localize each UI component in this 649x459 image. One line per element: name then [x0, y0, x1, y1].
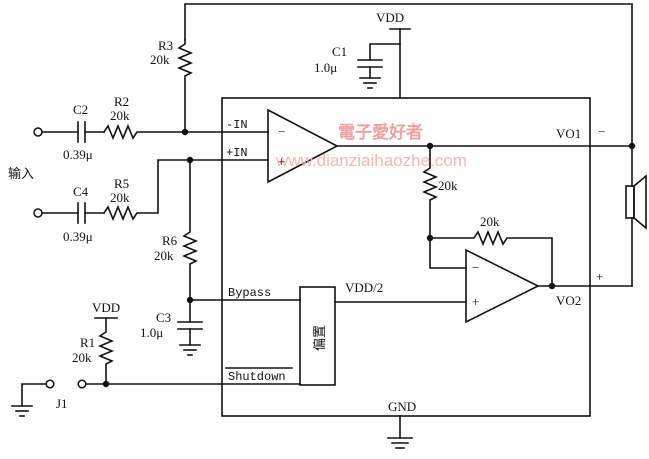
label-speaker-plus: + — [596, 269, 603, 284]
label-c1: C1 — [332, 44, 347, 59]
label-speaker-minus: − — [598, 124, 605, 139]
label-gnd: GND — [388, 399, 416, 414]
label-r5-value: 20k — [110, 190, 130, 205]
jumper-pin-left — [45, 379, 55, 389]
input-terminal-2 — [33, 208, 43, 218]
gnd-symbol — [387, 415, 413, 449]
jumper-pin-right — [77, 379, 87, 389]
watermark-url: www.dianziaihaozhe.com — [275, 151, 467, 170]
label-r6-value: 20k — [154, 248, 174, 263]
watermark-cn: 電子愛好者 — [338, 122, 423, 143]
amplifier-2 — [465, 248, 540, 324]
label-c4-value: 0.39μ — [63, 229, 93, 244]
label-amp2-minus: − — [472, 260, 479, 275]
shutdown-network — [11, 317, 301, 417]
bias-block — [299, 286, 336, 386]
label-shutdown: Shutdown — [228, 370, 286, 384]
label-mid-res: 20k — [438, 178, 458, 193]
label-input: 输入 — [8, 166, 34, 181]
label-r3-value: 20k — [150, 52, 170, 67]
label-r6: R6 — [162, 233, 178, 248]
feedback-wire-top — [184, 3, 633, 147]
bypass-network — [177, 159, 301, 356]
label-plus-in: +IN — [226, 146, 248, 160]
label-vo2: VO2 — [556, 293, 581, 308]
resistor-feedback — [429, 229, 553, 287]
label-fb-res: 20k — [480, 214, 500, 229]
input-terminal-1 — [33, 127, 43, 137]
resistor-r3 — [176, 39, 194, 133]
label-r2-value: 20k — [110, 108, 130, 123]
label-c2-value: 0.39μ — [63, 147, 93, 162]
label-r1-value: 20k — [72, 350, 92, 365]
plus-in-path — [33, 156, 269, 224]
label-vdd-top: VDD — [376, 10, 404, 25]
label-amp1-minus: − — [278, 124, 285, 139]
ic-body — [221, 97, 591, 417]
speaker-icon — [625, 145, 647, 287]
label-bias: 偏置 — [312, 325, 327, 351]
label-r3: R3 — [158, 38, 173, 53]
label-vdd-half: VDD/2 — [345, 280, 383, 295]
label-r2: R2 — [114, 94, 129, 109]
label-vdd-left: VDD — [92, 300, 120, 315]
label-vo1: VO1 — [556, 126, 581, 141]
label-c1-value: 1.0μ — [314, 60, 337, 75]
label-j1: J1 — [56, 396, 68, 411]
amplifier-1 — [267, 108, 339, 184]
label-c2: C2 — [73, 102, 88, 117]
minus-in-path — [33, 121, 269, 143]
label-amp1-plus: + — [278, 154, 285, 169]
label-r5: R5 — [114, 176, 129, 191]
resistor-mid — [421, 145, 467, 269]
label-c3: C3 — [156, 310, 171, 325]
label-r1: R1 — [80, 335, 95, 350]
vdd-top-supply — [357, 28, 411, 99]
label-minus-in: -IN — [226, 118, 248, 132]
label-c4: C4 — [73, 184, 89, 199]
label-c3-value: 1.0μ — [140, 325, 163, 340]
label-bypass: Bypass — [228, 286, 271, 300]
label-amp2-plus: + — [472, 294, 479, 309]
